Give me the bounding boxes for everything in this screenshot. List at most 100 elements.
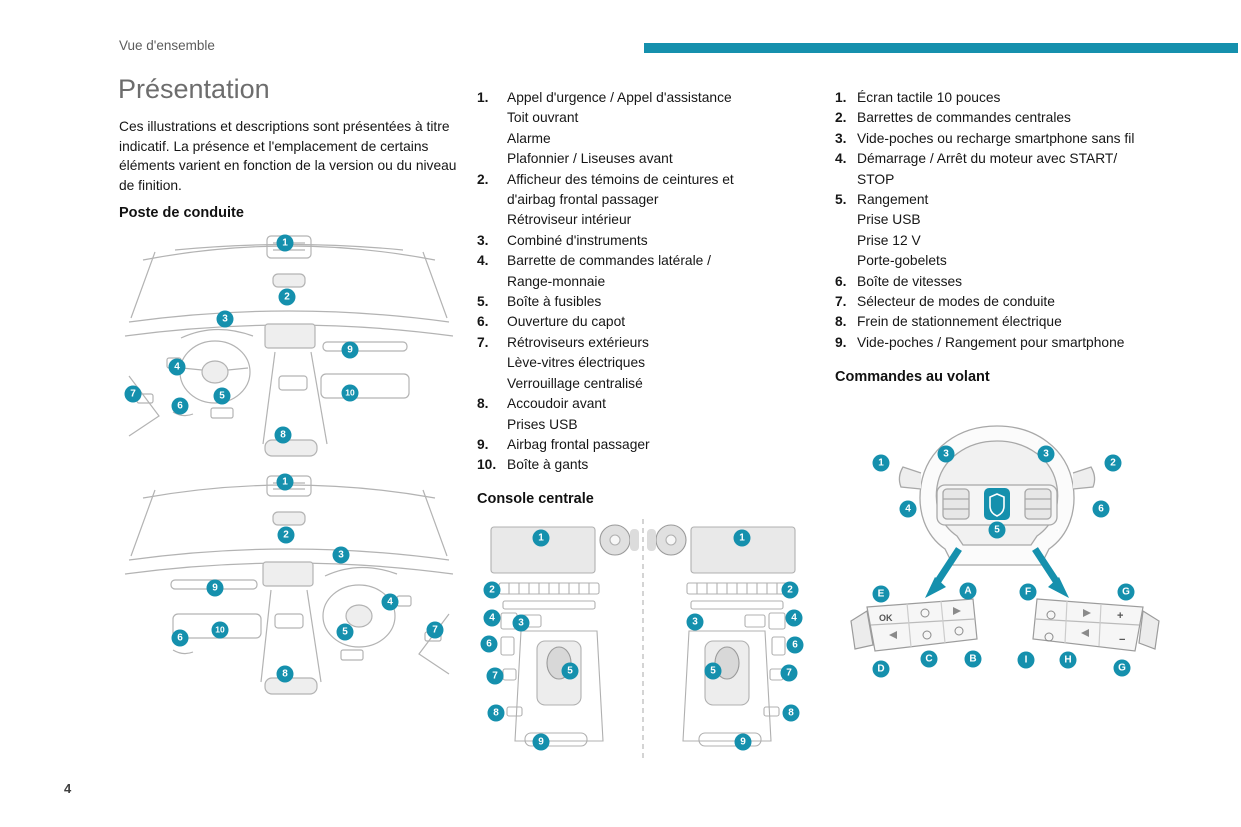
- list-item: 1. Écran tactile 10 pouces: [835, 88, 1171, 108]
- callout-8: 8: [276, 665, 294, 683]
- list-item-number: 3.: [835, 130, 847, 146]
- list-item-text: Vide-poches ou recharge smartphone sans …: [857, 130, 1135, 146]
- list-item-number: 8.: [477, 396, 489, 412]
- list-item-text: Barrettes de commandes centrales: [857, 110, 1071, 126]
- list-item-number: 6.: [477, 314, 489, 330]
- lion-shield-icon: [989, 493, 1005, 517]
- heading-console-centrale: Console centrale: [477, 491, 594, 507]
- callout-6: 6: [786, 636, 804, 654]
- callout-1: 1: [276, 234, 294, 252]
- list-item: 2. Barrettes de commandes centrales: [835, 108, 1171, 128]
- callout-1: 1: [532, 529, 550, 547]
- list-item: 4. Démarrage / Arrêt du moteur avec START…: [835, 149, 1171, 190]
- list-item-text: Démarrage / Arrêt du moteur avec START/S…: [857, 151, 1118, 187]
- callout-4: 4: [785, 609, 803, 627]
- list-item-number: 4.: [477, 253, 489, 269]
- list-item-text: Boîte à fusibles: [507, 294, 602, 310]
- callout-7: 7: [124, 385, 142, 403]
- voice-icon: [920, 608, 930, 618]
- console-body-shape: [682, 630, 772, 742]
- callout-1: 1: [733, 529, 751, 547]
- list-item: 4. Barrette de commandes latérale /Range-…: [477, 251, 813, 292]
- volume-minus-icon: −: [1119, 634, 1125, 646]
- list-item-number: 2.: [477, 171, 489, 187]
- list-item-number: 5.: [477, 294, 489, 310]
- smartphone-tray-shape: [744, 614, 766, 628]
- callout-5: 5: [704, 662, 722, 680]
- callout-4: 4: [381, 593, 399, 611]
- list-item-number: 6.: [835, 273, 847, 289]
- volume-plus-icon: +: [1117, 610, 1123, 622]
- callout-5: 5: [561, 662, 579, 680]
- center-console-drawing: [490, 519, 796, 759]
- list-item: 3. Vide-poches ou recharge smartphone san…: [835, 129, 1171, 149]
- list-item-number: 4.: [835, 151, 847, 167]
- list-item-number: 3.: [477, 232, 489, 248]
- callout-3: 3: [1037, 445, 1055, 463]
- callout-2: 2: [483, 581, 501, 599]
- header-accent-bar: [644, 43, 1238, 53]
- mute-icon: [1044, 632, 1054, 642]
- callout-4: 4: [483, 609, 501, 627]
- list-item-number: 7.: [477, 334, 489, 350]
- dash-trim-shape: [322, 341, 408, 352]
- callout-6: 6: [171, 629, 189, 647]
- steering-wheel-drawing: OK + −: [850, 425, 1160, 652]
- heading-poste-de-conduite: Poste de conduite: [119, 205, 244, 221]
- breadcrumb: Vue d'ensemble: [119, 38, 215, 53]
- seat-icon: [647, 529, 656, 551]
- list-item: 9.Vide-poches / Rangement pour smartphon…: [835, 333, 1171, 353]
- list-item-text: Barrette de commandes latérale /Range-mo…: [507, 253, 711, 289]
- callout-C: C: [920, 650, 938, 668]
- list-item-text: Sélecteur de modes de conduite: [857, 294, 1055, 310]
- touchscreen-shape: [490, 526, 596, 574]
- dashboard-rhd-drawing: [124, 475, 454, 695]
- callout-1: 1: [276, 473, 294, 491]
- callout-9: 9: [532, 733, 550, 751]
- callout-G: G: [1117, 583, 1135, 601]
- glovebox-shape: [320, 373, 410, 399]
- callout-2: 2: [781, 581, 799, 599]
- console-centrale-legend: 1. Écran tactile 10 pouces 2. Barrettes de …: [835, 88, 1171, 353]
- callout-I: I: [1017, 651, 1035, 669]
- callout-8: 8: [487, 704, 505, 722]
- callout-H: H: [1059, 651, 1077, 669]
- storage-tray-shape: [698, 732, 762, 747]
- callout-6: 6: [1092, 500, 1110, 518]
- left-control-pad-shape: [866, 598, 978, 652]
- steering-wheel-shape: [322, 584, 396, 648]
- storage-tray-shape: [524, 732, 588, 747]
- list-item-number: 10.: [477, 457, 497, 473]
- callout-8: 8: [274, 426, 292, 444]
- callout-5: 5: [213, 387, 231, 405]
- list-item: 6. Ouverture du capot: [477, 312, 813, 332]
- list-item: 7.Sélecteur de modes de conduite: [835, 292, 1171, 312]
- right-pointer-arrow: [1032, 547, 1059, 583]
- callout-9: 9: [341, 341, 359, 359]
- callout-10: 10: [211, 621, 229, 639]
- left-button-cluster-shape: [942, 488, 970, 520]
- callout-2: 2: [277, 526, 295, 544]
- ok-button-label: OK: [879, 613, 893, 623]
- list-item: 6.Boîte de vitesses: [835, 272, 1171, 292]
- start-stop-shape: [768, 612, 786, 630]
- list-item-text: Vide-poches / Rangement pour smartphone: [857, 334, 1125, 350]
- right-control-pad-shape: [1032, 598, 1144, 652]
- callout-E: E: [872, 585, 890, 603]
- callout-7: 7: [780, 664, 798, 682]
- list-item-number: 2.: [835, 110, 847, 126]
- list-item-text: Ouverture du capot: [507, 314, 626, 330]
- list-item-number: 1.: [835, 90, 847, 105]
- list-item-text: Boîte à gants: [507, 457, 589, 473]
- callout-3: 3: [686, 613, 704, 631]
- list-item-text: Écran tactile 10 pouces: [857, 90, 1001, 105]
